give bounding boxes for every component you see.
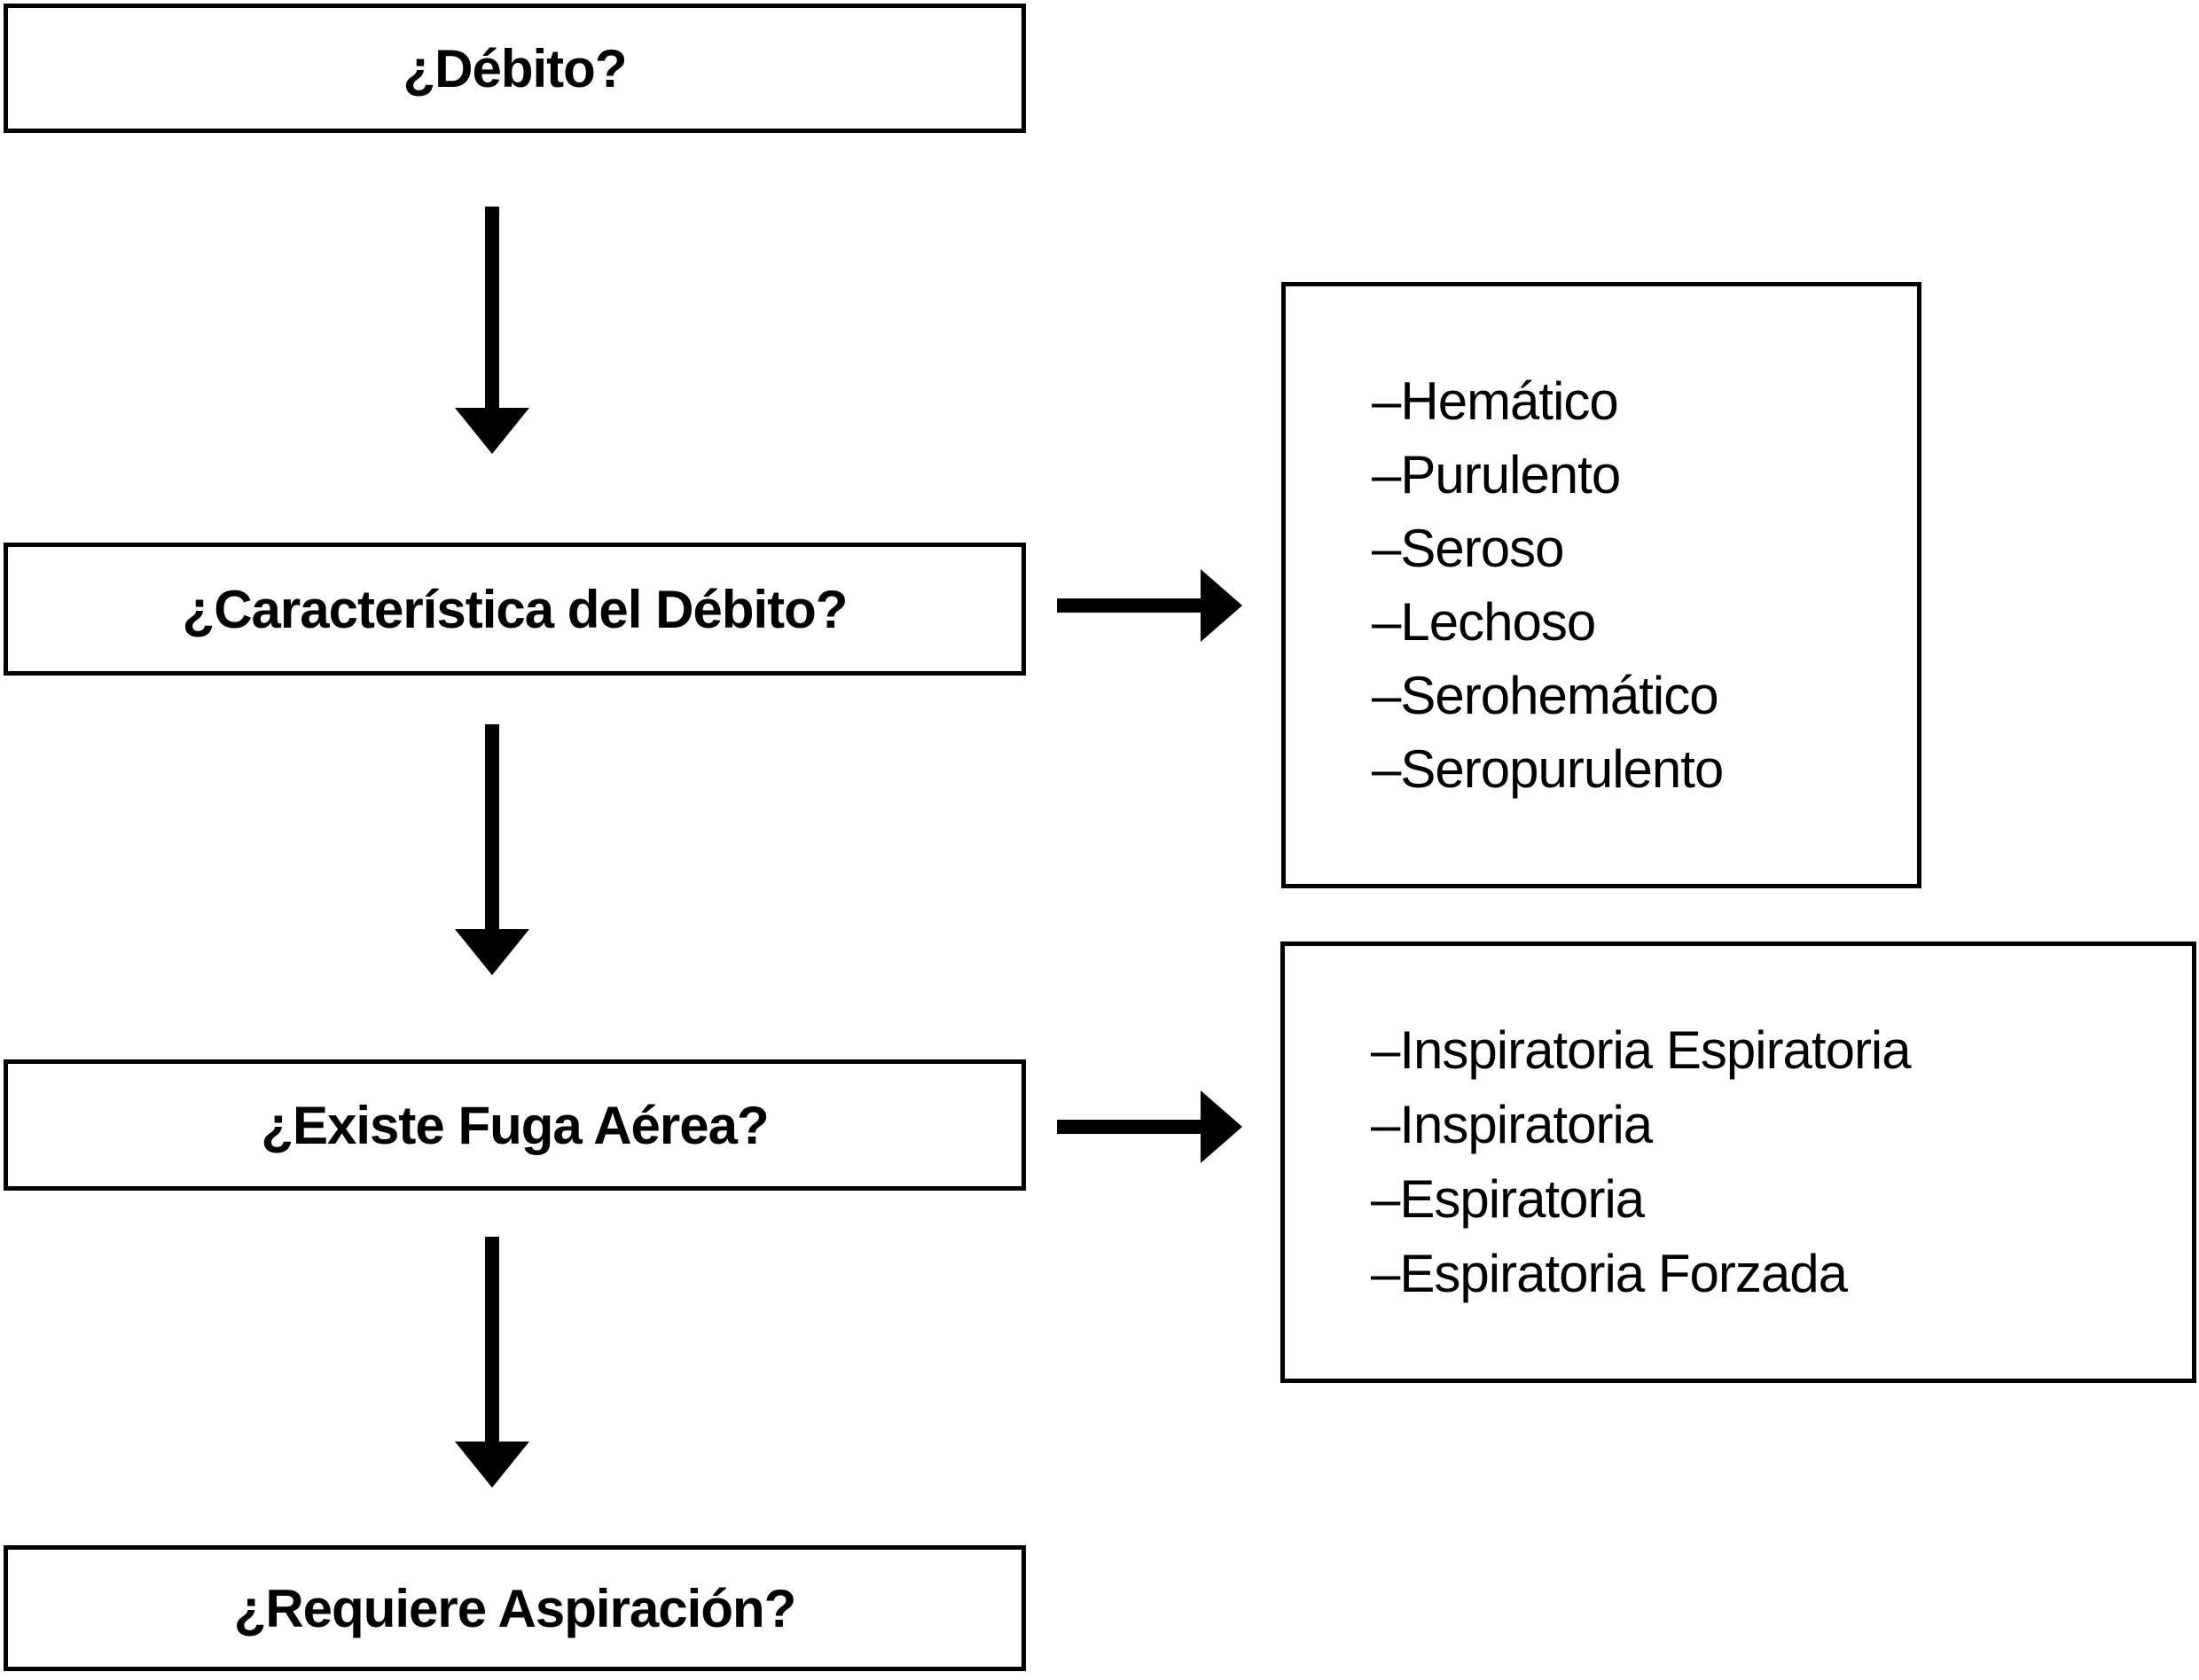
right-arrow-1-stem	[1057, 598, 1201, 613]
down-arrow-2-head-icon	[455, 929, 529, 975]
down-arrow-3-head-icon	[455, 1442, 529, 1488]
list-item: –Inspiratoria	[1371, 1095, 1653, 1154]
list-item: –Purulento	[1372, 445, 1621, 504]
node-caracteristica-debito-label: ¿Característica del Débito?	[182, 579, 849, 639]
list-item: –Espiratoria Forzada	[1371, 1244, 1848, 1303]
node-requiere-aspiracion-label: ¿Requiere Aspiración?	[233, 1578, 797, 1638]
node-caracteristica-debito: ¿Característica del Débito?	[4, 543, 1026, 676]
right-arrow-1-head-icon	[1201, 569, 1242, 642]
list-item: –Espiratoria	[1371, 1169, 1645, 1229]
down-arrow-1-stem	[485, 207, 499, 408]
down-arrow-1-head-icon	[455, 408, 529, 454]
list-item: –Serohemático	[1372, 666, 1719, 725]
node-requiere-aspiracion: ¿Requiere Aspiración?	[4, 1545, 1026, 1671]
node-debito-label: ¿Débito?	[403, 38, 628, 98]
node-existe-fuga-aerea: ¿Existe Fuga Aérea?	[4, 1059, 1026, 1191]
list-item: –Lechoso	[1372, 592, 1596, 652]
down-arrow-3-stem	[485, 1237, 499, 1442]
right-arrow-2-stem	[1057, 1120, 1201, 1134]
node-debito: ¿Débito?	[4, 4, 1026, 133]
list-item: –Seropurulento	[1372, 739, 1724, 799]
list-item: –Hemático	[1372, 371, 1619, 431]
right-arrow-2-head-icon	[1201, 1090, 1242, 1163]
list-tipos-fuga-aerea: –Inspiratoria Espiratoria –Inspiratoria …	[1280, 942, 2196, 1383]
down-arrow-2-stem	[485, 724, 499, 929]
list-item: –Inspiratoria Espiratoria	[1371, 1020, 1912, 1080]
node-existe-fuga-aerea-label: ¿Existe Fuga Aérea?	[261, 1095, 769, 1155]
list-item: –Seroso	[1372, 519, 1564, 578]
list-caracteristicas-debito: –Hemático –Purulento –Seroso –Lechoso –S…	[1281, 282, 1921, 888]
